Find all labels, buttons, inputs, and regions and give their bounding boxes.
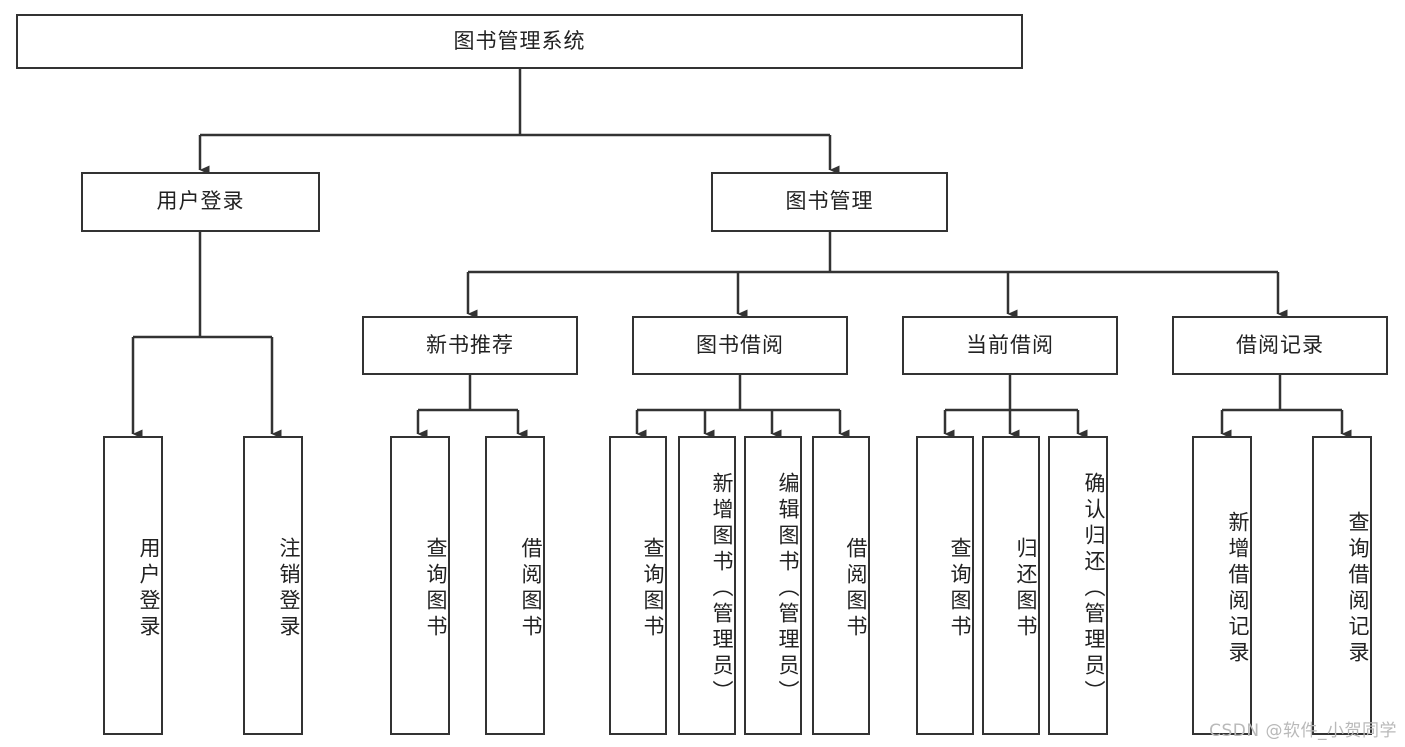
node-label: 查询图书	[641, 536, 665, 641]
node-用户登录[interactable]: 用户登录	[81, 172, 320, 232]
node-label: 借阅图书	[844, 536, 868, 641]
leaf-新增图书管理员[interactable]: 新增图书（管理员）	[678, 436, 736, 735]
leaf-查询图书[interactable]: 查询图书	[916, 436, 974, 735]
leaf-归还图书[interactable]: 归还图书	[982, 436, 1040, 735]
node-图书管理[interactable]: 图书管理	[711, 172, 948, 232]
node-label: 查询借阅记录	[1346, 510, 1370, 667]
node-图书借阅[interactable]: 图书借阅	[632, 316, 848, 375]
node-label: 借阅记录	[1236, 332, 1324, 357]
leaf-编辑图书管理员[interactable]: 编辑图书（管理员）	[744, 436, 802, 735]
leaf-查询图书[interactable]: 查询图书	[390, 436, 450, 735]
node-label: 查询图书	[424, 536, 448, 641]
node-root-system[interactable]: 图书管理系统	[16, 14, 1023, 69]
node-label: 查询图书	[948, 536, 972, 641]
node-label: 新书推荐	[426, 332, 514, 357]
node-label: 确认归还（管理员）	[1082, 471, 1106, 706]
node-label: 用户登录	[137, 536, 161, 641]
node-label: 当前借阅	[966, 332, 1054, 357]
node-label: 用户登录	[156, 189, 245, 214]
node-label: 归还图书	[1014, 536, 1038, 641]
node-新书推荐[interactable]: 新书推荐	[362, 316, 578, 375]
leaf-注销登录[interactable]: 注销登录	[243, 436, 303, 735]
leaf-用户登录[interactable]: 用户登录	[103, 436, 163, 735]
node-label: 编辑图书（管理员）	[776, 471, 800, 706]
node-label: 图书借阅	[696, 332, 784, 357]
node-label: 新增借阅记录	[1226, 510, 1250, 667]
node-label: 注销登录	[277, 536, 301, 641]
node-label: 借阅图书	[519, 536, 543, 641]
node-借阅记录[interactable]: 借阅记录	[1172, 316, 1388, 375]
leaf-借阅图书[interactable]: 借阅图书	[812, 436, 870, 735]
node-当前借阅[interactable]: 当前借阅	[902, 316, 1118, 375]
watermark: CSDN @软件_小贺同学	[1209, 721, 1397, 741]
node-label: 新增图书（管理员）	[710, 471, 734, 706]
leaf-新增借阅记录[interactable]: 新增借阅记录	[1192, 436, 1252, 735]
node-label: 图书管理	[785, 189, 874, 214]
leaf-确认归还管理员[interactable]: 确认归还（管理员）	[1048, 436, 1108, 735]
leaf-查询借阅记录[interactable]: 查询借阅记录	[1312, 436, 1372, 735]
leaf-查询图书[interactable]: 查询图书	[609, 436, 667, 735]
leaf-借阅图书[interactable]: 借阅图书	[485, 436, 545, 735]
node-label: 图书管理系统	[453, 28, 586, 53]
